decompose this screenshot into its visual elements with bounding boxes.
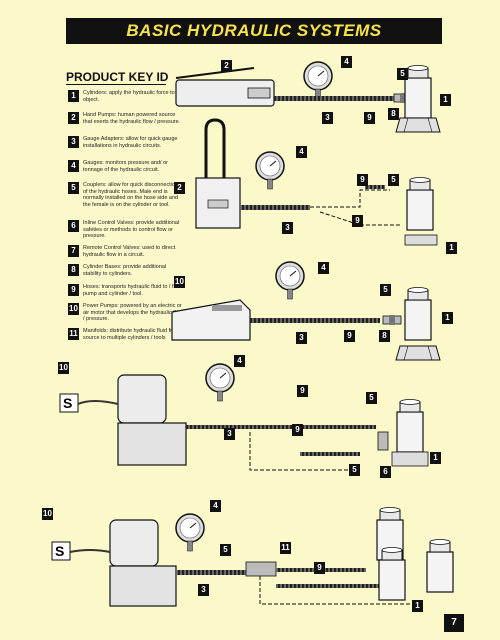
key-item-manifolds: 11 Manifolds: distribute hydraulic fluid… <box>68 328 183 341</box>
key-item-gauges: 4 Gauges: monitors pressure and/ or tonn… <box>68 160 183 173</box>
key-description: Inline Control Valves: provide additiona… <box>83 220 180 239</box>
diagram-label: 9 <box>344 330 355 342</box>
key-item-cylinder-bases: 8 Cylinder Bases: provide additional sta… <box>68 264 183 277</box>
key-description: Cylinder Bases: provide additional stabi… <box>83 264 167 277</box>
divider <box>66 84 166 85</box>
key-item-couplers: 5 Couplers: allow for quick disconnectio… <box>68 182 183 208</box>
key-number: 10 <box>68 303 79 315</box>
diagram-label: 1 <box>412 600 423 612</box>
diagram-label: 4 <box>318 262 329 274</box>
diagram-label: 1 <box>440 94 451 106</box>
key-item-hand-pumps: 2 Hand Pumps: human powered source that … <box>68 112 183 125</box>
key-item-power-pumps: 10 Power Pumps: powered by an electric o… <box>68 303 183 323</box>
key-item-hoses: 9 Hoses: transports hydraulic fluid to /… <box>68 284 183 297</box>
page-title: BASIC HYDRAULIC SYSTEMS <box>66 18 442 44</box>
key-description: Remote Control Valves: used to direct hy… <box>83 245 176 258</box>
key-number: 1 <box>68 90 79 102</box>
diagram-electric-pump-manifold: S <box>51 506 454 607</box>
diagram-label: 9 <box>364 112 375 124</box>
product-key-title: PRODUCT KEY ID <box>66 70 169 84</box>
diagram-label: 3 <box>296 332 307 344</box>
diagram-label: 9 <box>357 174 368 186</box>
diagram-label: 1 <box>430 452 441 464</box>
key-number: 3 <box>68 136 79 148</box>
diagram-label: 1 <box>442 312 453 324</box>
diagram-label: 4 <box>234 355 245 367</box>
key-number: 2 <box>68 112 79 124</box>
svg-text:S: S <box>63 395 72 411</box>
key-item-remote-valves: 7 Remote Control Valves: used to direct … <box>68 245 183 258</box>
diagram-label: 5 <box>366 392 377 404</box>
diagram-label: 1 <box>446 242 457 254</box>
diagram-power-pump-pedal <box>171 261 441 361</box>
key-description: Cylinders: apply the hydraulic force to … <box>83 90 183 103</box>
diagram-label: 6 <box>380 466 391 478</box>
diagram-hand-pump-double <box>195 118 438 246</box>
page-number: 7 <box>444 614 464 632</box>
diagram-label: 2 <box>174 182 185 194</box>
diagram-label: 2 <box>221 60 232 72</box>
diagram-label: 5 <box>349 464 360 476</box>
diagram-electric-pump-valve: S <box>59 363 429 471</box>
key-description: Manifolds: distribute hydraulic fluid fr… <box>83 328 180 341</box>
diagram-hand-pump-single <box>175 61 441 133</box>
key-number: 9 <box>68 284 79 296</box>
key-description: Power Pumps: powered by an electric or a… <box>83 303 183 322</box>
diagram-label: 11 <box>280 542 291 554</box>
diagram-label: 3 <box>224 428 235 440</box>
diagram-label: 10 <box>174 276 185 288</box>
diagram-label: 4 <box>210 500 221 512</box>
key-item-gauge-adapters: 3 Gauge Adapters: allow for quick gauge … <box>68 136 183 149</box>
key-number: 5 <box>68 182 79 194</box>
svg-text:S: S <box>55 543 64 559</box>
key-number: 6 <box>68 220 79 232</box>
key-number: 8 <box>68 264 79 276</box>
diagram-label: 3 <box>282 222 293 234</box>
diagram-label: 5 <box>388 174 399 186</box>
diagram-label: 10 <box>42 508 53 520</box>
key-description: Hand Pumps: human powered source that ex… <box>83 112 181 125</box>
diagram-label: 9 <box>292 424 303 436</box>
diagram-label: 8 <box>379 330 390 342</box>
diagram-label: 4 <box>341 56 352 68</box>
key-description: Couplers: allow for quick disconnection … <box>83 182 179 208</box>
diagram-label: 5 <box>397 68 408 80</box>
key-item-inline-valves: 6 Inline Control Valves: provide additio… <box>68 220 183 240</box>
key-number: 4 <box>68 160 79 172</box>
diagram-label: 3 <box>322 112 333 124</box>
diagram-label: 9 <box>314 562 325 574</box>
diagram-label: 4 <box>296 146 307 158</box>
key-description: Gauge Adapters: allow for quick gauge in… <box>83 136 178 149</box>
key-number: 7 <box>68 245 79 257</box>
diagram-label: 3 <box>198 584 209 596</box>
diagram-label: 8 <box>388 108 399 120</box>
diagram-label: 5 <box>380 284 391 296</box>
key-description: Hoses: transports hydraulic fluid to / f… <box>83 284 183 297</box>
diagram-label: 5 <box>220 544 231 556</box>
diagram-label: 9 <box>352 215 363 227</box>
diagram-label: 9 <box>297 385 308 397</box>
key-description: Gauges: monitors pressure and/ or tonnag… <box>83 160 168 173</box>
diagram-label: 10 <box>58 362 69 374</box>
key-item-cylinders: 1 Cylinders: apply the hydraulic force t… <box>68 90 183 103</box>
key-number: 11 <box>68 328 79 340</box>
